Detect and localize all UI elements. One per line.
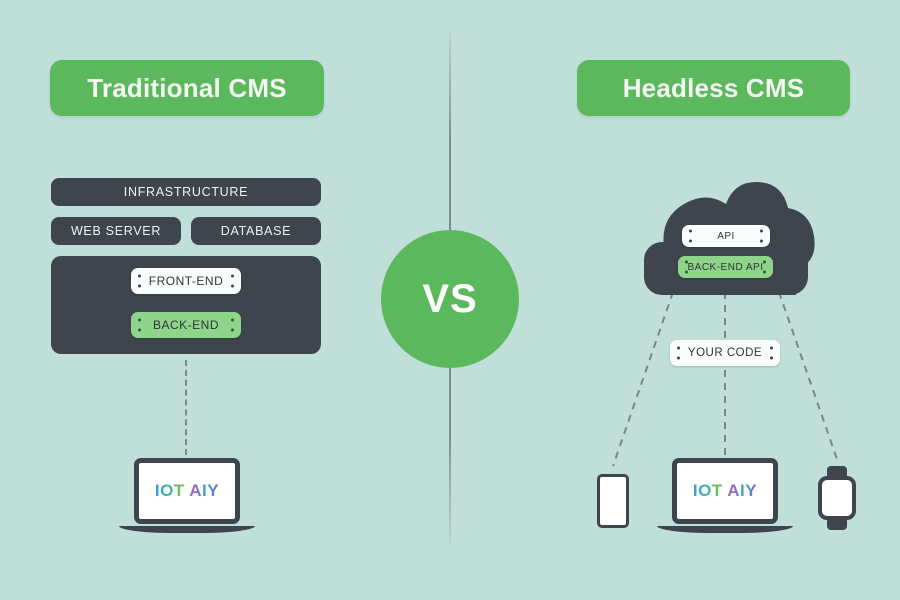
pin-dots-left-icon (689, 229, 692, 243)
traditional-connector-line (185, 360, 187, 455)
brand-logo-left: IOT AIY (154, 481, 220, 500)
pin-dots-right-icon (760, 229, 763, 243)
smartphone-device (597, 474, 629, 528)
brand-logo-right: IOT AIY (692, 481, 758, 500)
pin-dots-left-icon (685, 260, 688, 274)
pin-dots-left-icon (138, 274, 141, 288)
front-end-label: FRONT-END (148, 274, 224, 288)
watch-face (818, 476, 856, 520)
vs-label: VS (422, 276, 478, 321)
pin-dots-right-icon (231, 274, 234, 288)
laptop-device-left: IOT AIY (119, 458, 255, 533)
database-box: DATABASE (191, 217, 321, 245)
web-server-label: WEB SERVER (70, 224, 162, 238)
connector-to-phone (612, 291, 674, 467)
laptop-base-right (657, 526, 793, 533)
database-label: DATABASE (220, 224, 292, 238)
laptop-base-left (119, 526, 255, 533)
front-end-pill: FRONT-END (131, 268, 241, 294)
application-container-box: FRONT-END BACK-END (51, 256, 321, 354)
traditional-cms-header: Traditional CMS (50, 60, 324, 116)
headless-cms-header-label: Headless CMS (622, 72, 805, 103)
pin-dots-right-icon (763, 260, 766, 274)
laptop-device-right: IOT AIY (657, 458, 793, 533)
smartwatch-device (818, 466, 856, 530)
infrastructure-box: INFRASTRUCTURE (51, 178, 321, 206)
back-end-pill: BACK-END (131, 312, 241, 338)
back-end-label: BACK-END (152, 318, 219, 332)
web-server-box: WEB SERVER (51, 217, 181, 245)
pin-dots-left-icon (138, 318, 141, 332)
watch-band-top (827, 466, 847, 479)
pin-dots-right-icon (231, 318, 234, 332)
api-pill: API (682, 225, 770, 247)
your-code-label: YOUR CODE (687, 347, 763, 359)
pin-dots-left-icon (677, 346, 680, 360)
vs-badge: VS (381, 230, 519, 368)
back-end-api-pill: BACK-END API (678, 256, 773, 278)
watch-band-bottom (827, 517, 847, 530)
headless-cms-header: Headless CMS (577, 60, 850, 116)
infrastructure-label: INFRASTRUCTURE (123, 185, 249, 199)
traditional-cms-header-label: Traditional CMS (87, 72, 287, 103)
laptop-screen-left: IOT AIY (134, 458, 240, 524)
your-code-pill: YOUR CODE (670, 340, 780, 366)
api-label: API (717, 230, 735, 242)
connector-to-watch (778, 291, 839, 463)
laptop-screen-right: IOT AIY (672, 458, 778, 524)
back-end-api-label: BACK-END API (687, 261, 764, 273)
pin-dots-right-icon (770, 346, 773, 360)
